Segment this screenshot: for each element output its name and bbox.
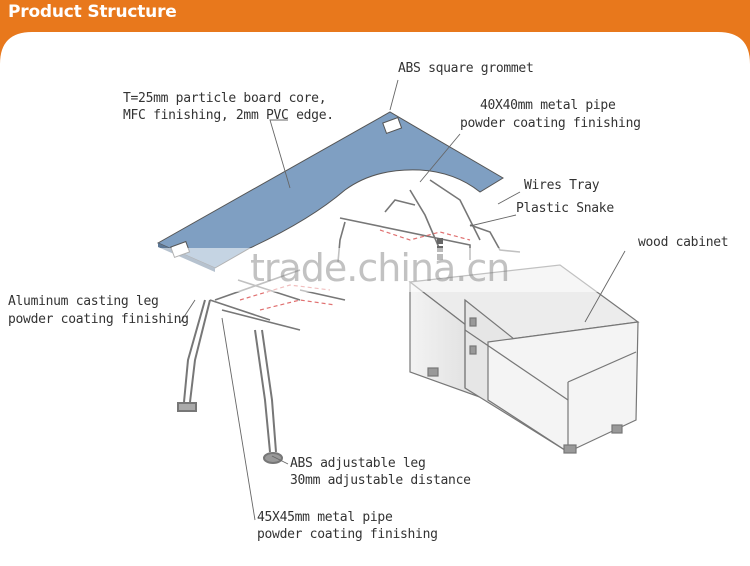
desktop-board <box>156 111 504 269</box>
board-label-line2: MFC finishing, 2mm PVC edge. <box>123 108 334 123</box>
leg-label-line2: powder coating finishing <box>8 312 189 327</box>
pipe45-label-line2: powder coating finishing <box>257 527 438 542</box>
leg-label-line1: Aluminum casting leg <box>8 294 159 309</box>
wood-cabinet <box>408 264 640 454</box>
panel-top-frame <box>0 24 750 64</box>
adj-leg-label-line1: ABS adjustable leg <box>290 456 426 471</box>
page-title: Product Structure <box>8 2 177 22</box>
board-label-line1: T=25mm particle board core, <box>123 91 327 106</box>
wires-tray-label: Wires Tray <box>524 178 600 193</box>
pipe45-label-line1: 45X45mm metal pipe <box>257 510 393 525</box>
leader-lines <box>179 79 626 521</box>
cabinet-label: wood cabinet <box>638 235 729 250</box>
watermark: trade.china.cn <box>250 246 510 290</box>
adj-leg-label-line2: 30mm adjustable distance <box>290 473 471 488</box>
grommet-right <box>382 116 403 135</box>
header-bar: Product Structure <box>0 0 750 24</box>
plastic-snake-label: Plastic Snake <box>516 201 614 216</box>
aluminum-leg-right <box>254 329 283 464</box>
grommet-label: ABS square grommet <box>398 61 534 76</box>
pipe40-label-line1: 40X40mm metal pipe <box>480 98 616 113</box>
pipe40-label-line2: powder coating finishing <box>460 116 641 131</box>
aluminum-leg-left <box>177 299 211 412</box>
